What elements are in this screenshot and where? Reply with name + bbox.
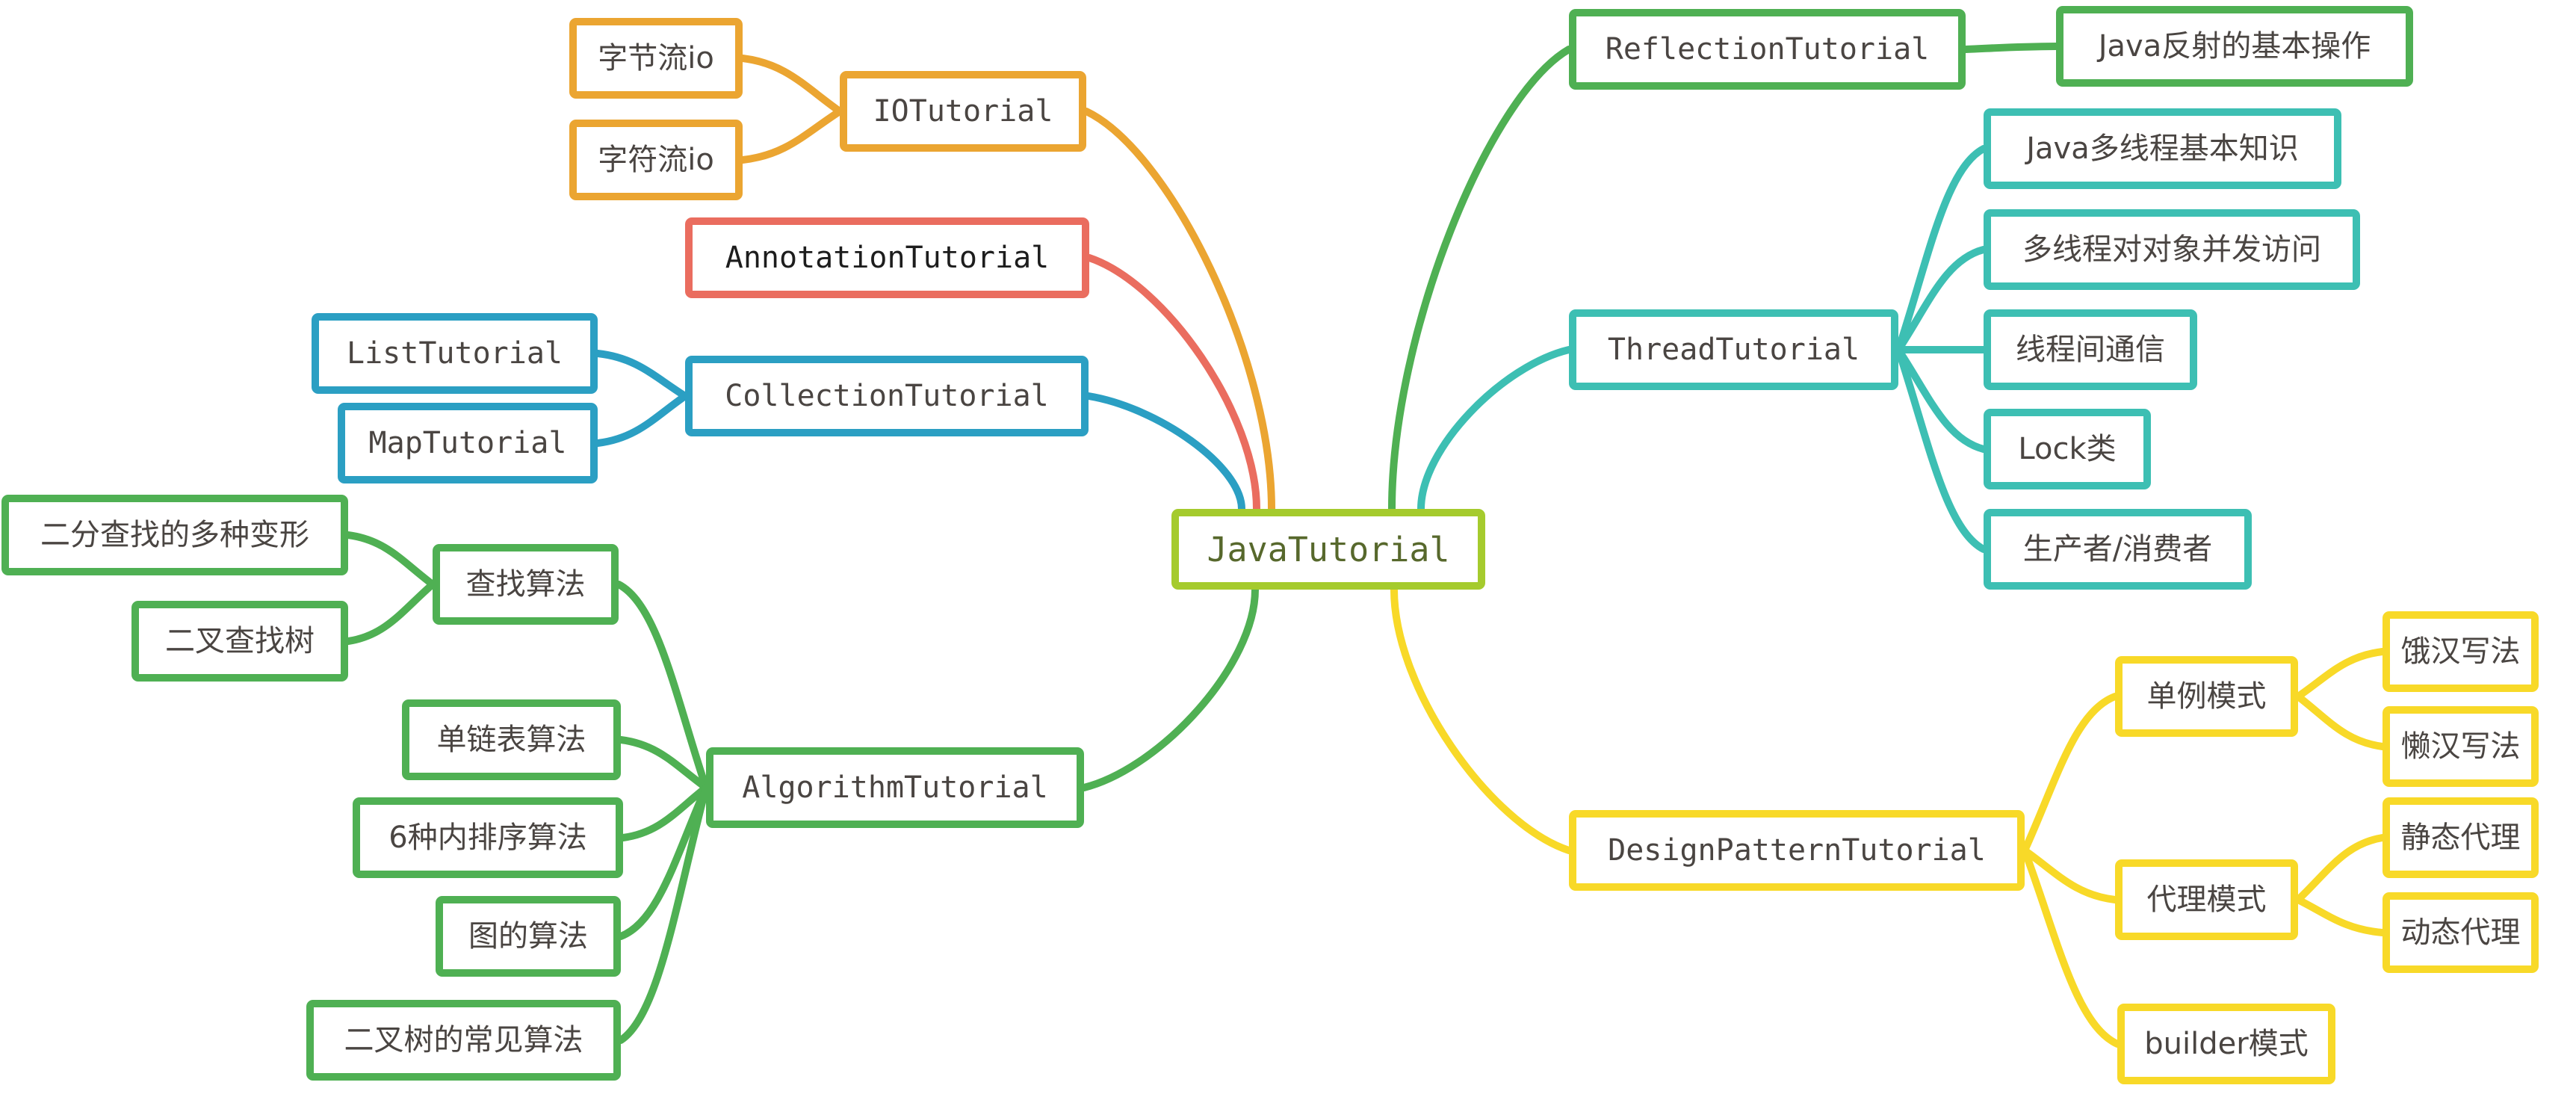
edge-map-collection: [594, 392, 689, 447]
edge-danli-ehan: [2294, 648, 2386, 700]
edge-thread-t5: [1895, 346, 1987, 553]
edge-designpattern-danli: [2021, 693, 2119, 854]
node-builder[interactable]: builder模式: [2117, 1004, 2335, 1084]
edge-annotation-root: [1086, 254, 1260, 513]
node-list[interactable]: ListTutorial: [312, 313, 598, 394]
node-map[interactable]: MapTutorial: [338, 403, 598, 483]
node-daili[interactable]: 代理模式: [2115, 859, 2298, 940]
edge-designpattern-root: [1390, 586, 1573, 854]
node-t1[interactable]: Java多线程基本知识: [1984, 108, 2341, 189]
edge-erfen-zhaofa: [344, 531, 436, 588]
edge-thread-t4: [1895, 346, 1987, 453]
edge-reflection-reflchild: [1962, 43, 2060, 53]
edge-collection-root: [1085, 392, 1245, 513]
edge-zhaofa-algorithm: [615, 581, 710, 791]
node-t5[interactable]: 生产者/消费者: [1984, 509, 2252, 590]
edge-ercashu-algorithm: [617, 784, 710, 1044]
edge-list-collection: [594, 350, 689, 400]
edge-chario-io: [739, 108, 843, 164]
node-danli[interactable]: 单例模式: [2115, 656, 2298, 737]
node-annotation[interactable]: AnnotationTutorial: [685, 217, 1089, 298]
node-thread[interactable]: ThreadTutorial: [1569, 309, 1898, 390]
node-ercashu[interactable]: 二叉树的常见算法: [306, 1000, 621, 1081]
node-jingtai[interactable]: 静态代理: [2383, 797, 2539, 878]
edge-danli-lanhan: [2294, 693, 2386, 750]
node-tude[interactable]: 图的算法: [436, 896, 621, 977]
node-ehan[interactable]: 饿汉写法: [2383, 611, 2539, 692]
node-byteio[interactable]: 字节流io: [569, 18, 743, 99]
node-chario[interactable]: 字符流io: [569, 120, 743, 200]
node-t3[interactable]: 线程间通信: [1984, 309, 2197, 390]
node-liuzhong[interactable]: 6种内排序算法: [353, 797, 623, 878]
edge-reflection-root: [1388, 46, 1573, 513]
node-danlian[interactable]: 单链表算法: [402, 699, 621, 780]
edge-algorithm-root: [1080, 586, 1259, 791]
edge-ercha-zhaofa: [344, 581, 436, 645]
node-reflchild[interactable]: Java反射的基本操作: [2056, 6, 2413, 87]
node-ercha[interactable]: 二叉查找树: [131, 601, 348, 682]
edge-designpattern-builder: [2021, 847, 2121, 1048]
edge-danlian-algorithm: [617, 736, 710, 791]
node-algorithm[interactable]: AlgorithmTutorial: [706, 747, 1084, 828]
node-t4[interactable]: Lock类: [1984, 409, 2151, 489]
node-collection[interactable]: CollectionTutorial: [685, 356, 1089, 436]
edge-byteio-io: [739, 55, 843, 115]
edge-io-root: [1083, 108, 1275, 513]
node-erfen[interactable]: 二分查找的多种变形: [1, 495, 348, 575]
node-io[interactable]: IOTutorial: [840, 71, 1086, 152]
node-root[interactable]: JavaTutorial: [1171, 509, 1485, 590]
node-designpattern[interactable]: DesignPatternTutorial: [1569, 810, 2025, 891]
node-t2[interactable]: 多线程对对象并发访问: [1984, 209, 2360, 290]
edge-tude-algorithm: [617, 784, 710, 940]
edge-liuzhong-algorithm: [619, 784, 710, 841]
node-dongtai[interactable]: 动态代理: [2383, 892, 2539, 973]
edge-daili-dongtai: [2294, 896, 2386, 936]
node-lanhan[interactable]: 懒汉写法: [2383, 706, 2539, 787]
edge-thread-root: [1417, 346, 1573, 513]
edge-designpattern-daili: [2021, 847, 2119, 903]
node-zhaofa[interactable]: 查找算法: [433, 544, 619, 625]
edge-thread-t2: [1895, 246, 1987, 353]
node-reflection[interactable]: ReflectionTutorial: [1569, 9, 1966, 90]
edge-daili-jingtai: [2294, 834, 2386, 903]
edge-thread-t1: [1895, 145, 1987, 353]
